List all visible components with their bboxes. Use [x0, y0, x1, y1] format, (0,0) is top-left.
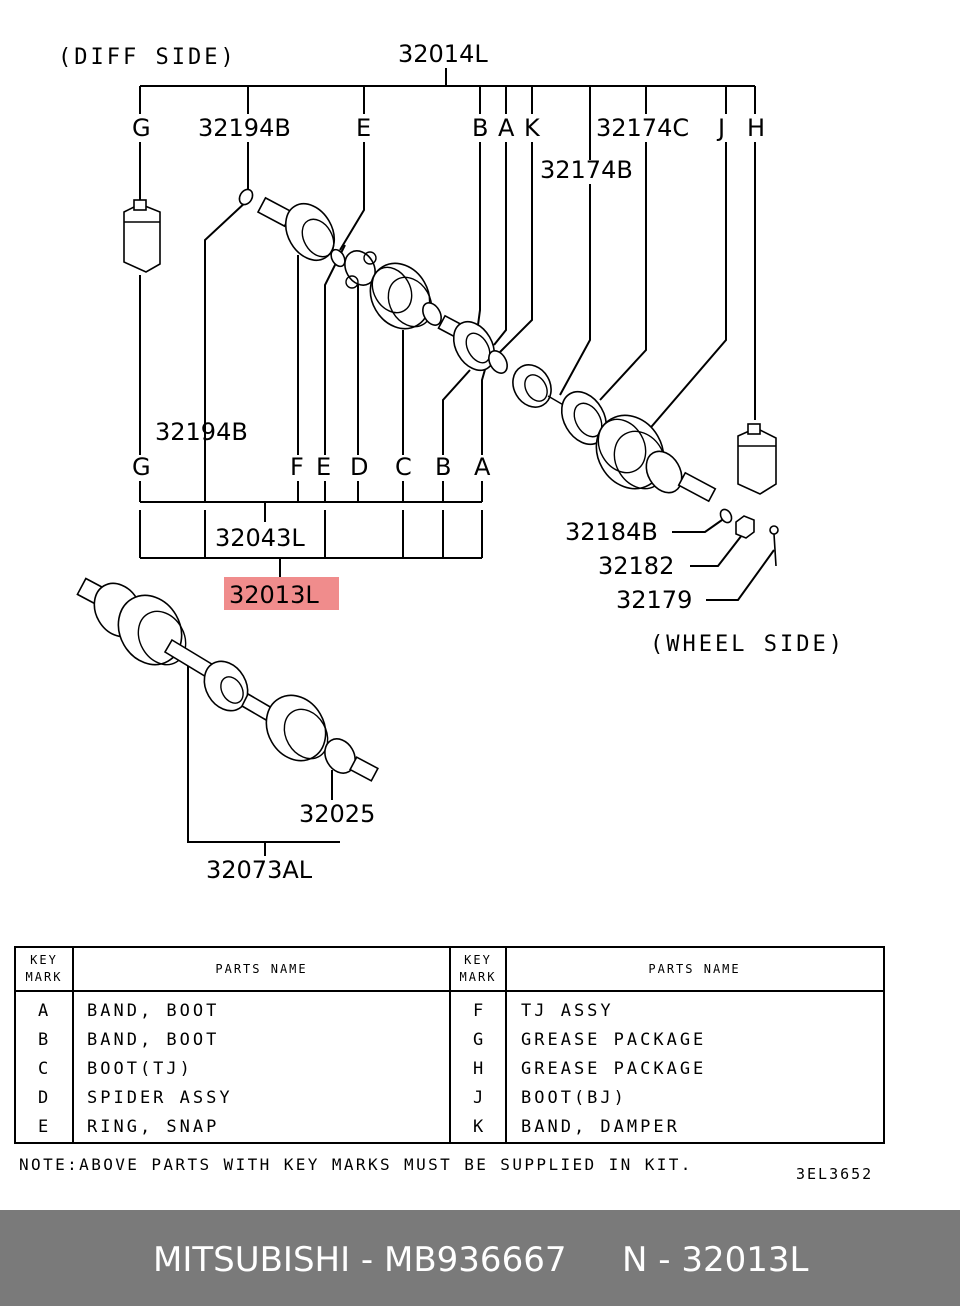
row-key-j: J — [473, 1088, 487, 1108]
part-32025: 32025 — [299, 800, 375, 828]
boot-tj — [369, 262, 442, 330]
row-name-b: BAND, BOOT — [87, 1030, 220, 1050]
row-name-k: BAND, DAMPER — [521, 1117, 680, 1137]
row-key-d: D — [38, 1088, 52, 1108]
grease-package-g — [123, 199, 161, 273]
washer-nut-pin — [719, 508, 779, 567]
key-a-bottom: A — [474, 453, 491, 481]
key-g-top: G — [132, 114, 151, 142]
row-key-c: C — [38, 1059, 52, 1079]
part-32184B: 32184B — [565, 518, 658, 546]
key-h-top: H — [747, 114, 765, 142]
key-j-top: J — [716, 114, 725, 142]
footer-reference: N - 32013L — [622, 1240, 809, 1280]
wheel-side-leaders — [672, 519, 775, 601]
key-d-bottom: D — [350, 453, 368, 481]
row-name-g: GREASE PACKAGE — [521, 1030, 707, 1050]
highlight-box-32013L — [224, 577, 339, 610]
key-b-top: B — [472, 114, 488, 142]
part-32013L: 32013L — [229, 581, 319, 609]
grease-package-h — [737, 423, 777, 495]
row-key-a: A — [38, 1001, 52, 1021]
row-key-h: H — [473, 1059, 487, 1079]
top-leader-lines — [139, 68, 756, 441]
part-32174C: 32174C — [596, 114, 689, 142]
part-32043L: 32043L — [215, 524, 305, 552]
damper — [512, 364, 573, 411]
diagram-code: 3EL3652 — [796, 1165, 874, 1183]
boot-bj — [595, 414, 717, 503]
key-e-top: E — [356, 114, 371, 142]
row-name-e: RING, SNAP — [87, 1117, 220, 1137]
key-k-top: K — [524, 114, 541, 142]
part-32014L: 32014L — [398, 40, 488, 68]
row-name-c: BOOT(TJ) — [87, 1059, 193, 1079]
footer-brand-part: MITSUBISHI - MB936667 — [153, 1240, 567, 1280]
drive-shaft-assembly — [76, 577, 379, 782]
band-boot-a-b — [452, 320, 508, 374]
row-key-k: K — [473, 1117, 487, 1137]
key-g-bottom: G — [132, 453, 151, 481]
key-a-top: A — [498, 114, 515, 142]
parts-name-header-left: PARTS NAME — [215, 962, 308, 976]
footer-bar — [0, 1210, 960, 1306]
row-name-h: GREASE PACKAGE — [521, 1059, 707, 1079]
row-key-g: G — [473, 1030, 487, 1050]
diff-side-label: (DIFF SIDE) — [58, 45, 237, 70]
part-32174B: 32174B — [540, 156, 633, 184]
band-boot-bj — [560, 390, 608, 446]
assembly-leaders — [187, 660, 340, 856]
spider-assy — [344, 250, 377, 289]
row-name-f: TJ ASSY — [521, 1001, 614, 1021]
kit-note: NOTE:ABOVE PARTS WITH KEY MARKS MUST BE … — [19, 1155, 693, 1174]
bottom-leader-lines — [139, 199, 491, 578]
key-f-bottom: F — [290, 453, 304, 481]
row-name-d: SPIDER ASSY — [87, 1088, 233, 1108]
row-key-e: E — [38, 1117, 52, 1137]
row-key-f: F — [473, 1001, 487, 1021]
row-key-b: B — [38, 1030, 52, 1050]
key-b-bottom: B — [435, 453, 451, 481]
tj-assy — [256, 196, 346, 268]
row-name-a: BAND, BOOT — [87, 1001, 220, 1021]
wheel-side-label: (WHEEL SIDE) — [650, 632, 845, 657]
parts-name-header-right: PARTS NAME — [648, 962, 741, 976]
exploded-diagram: (DIFF SIDE) 32014L G 32194B E B A K 3217… — [58, 40, 845, 884]
row-name-j: BOOT(BJ) — [521, 1088, 627, 1108]
key-c-bottom: C — [395, 453, 412, 481]
part-32194B-mid: 32194B — [155, 418, 248, 446]
part-32073AL: 32073AL — [206, 856, 313, 884]
key-e-bottom: E — [316, 453, 331, 481]
part-32182: 32182 — [598, 552, 674, 580]
snap-ring-32194B — [238, 188, 254, 206]
part-32179: 32179 — [616, 586, 692, 614]
part-32194B-top: 32194B — [198, 114, 291, 142]
